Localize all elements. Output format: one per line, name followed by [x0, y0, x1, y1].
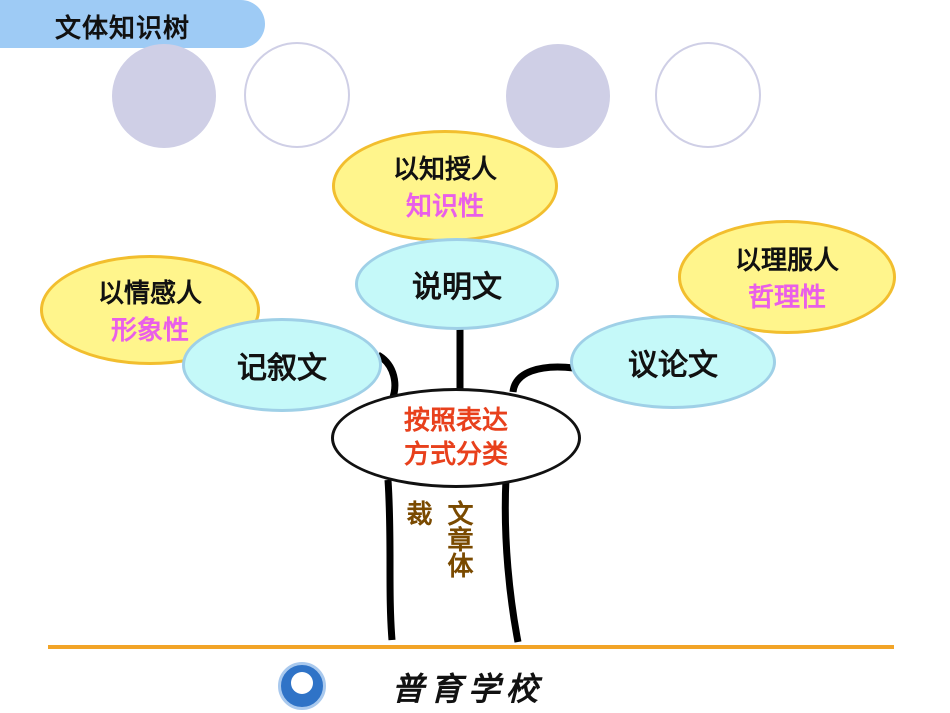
node-expository-label: 说明文: [412, 270, 502, 305]
node-expository-trait-line2: 知识性: [405, 192, 484, 222]
node-expository: 说明文: [355, 238, 559, 330]
trunk-right: [501, 477, 522, 643]
title-tab: [0, 0, 265, 48]
node-argumentative-trait-line2: 哲理性: [747, 283, 826, 313]
decorative-ring: [655, 42, 761, 148]
trunk-label-left: 裁: [402, 500, 432, 526]
node-expository-trait-line1: 以知授人: [392, 155, 497, 185]
node-argumentative-trait-line1: 以理服人: [734, 246, 839, 276]
node-narrative-trait-line2: 形象性: [110, 316, 189, 346]
decorative-circle: [112, 44, 216, 148]
node-center-line1: 按照表达: [403, 406, 508, 436]
school-name: 普育学校: [392, 670, 545, 708]
node-center: 按照表达 方式分类: [331, 388, 581, 488]
decorative-ring: [244, 42, 350, 148]
ground-line: [48, 645, 894, 649]
node-narrative: 记叙文: [182, 318, 382, 412]
page-title: 文体知识树: [55, 14, 191, 44]
branch-line-argumentative: [509, 363, 575, 393]
node-argumentative-trait: 以理服人 哲理性: [678, 220, 896, 334]
node-center-line2: 方式分类: [403, 440, 508, 470]
trunk-label-right: 文章体: [443, 500, 473, 578]
node-expository-trait: 以知授人 知识性: [332, 130, 558, 242]
node-argumentative: 议论文: [570, 315, 776, 409]
trunk-left: [384, 479, 396, 641]
node-argumentative-label: 议论文: [628, 348, 718, 383]
school-logo-inner: [291, 672, 313, 694]
node-narrative-trait-line1: 以情感人: [97, 279, 202, 309]
decorative-circle: [506, 44, 610, 148]
node-narrative-label: 记叙文: [237, 351, 327, 386]
